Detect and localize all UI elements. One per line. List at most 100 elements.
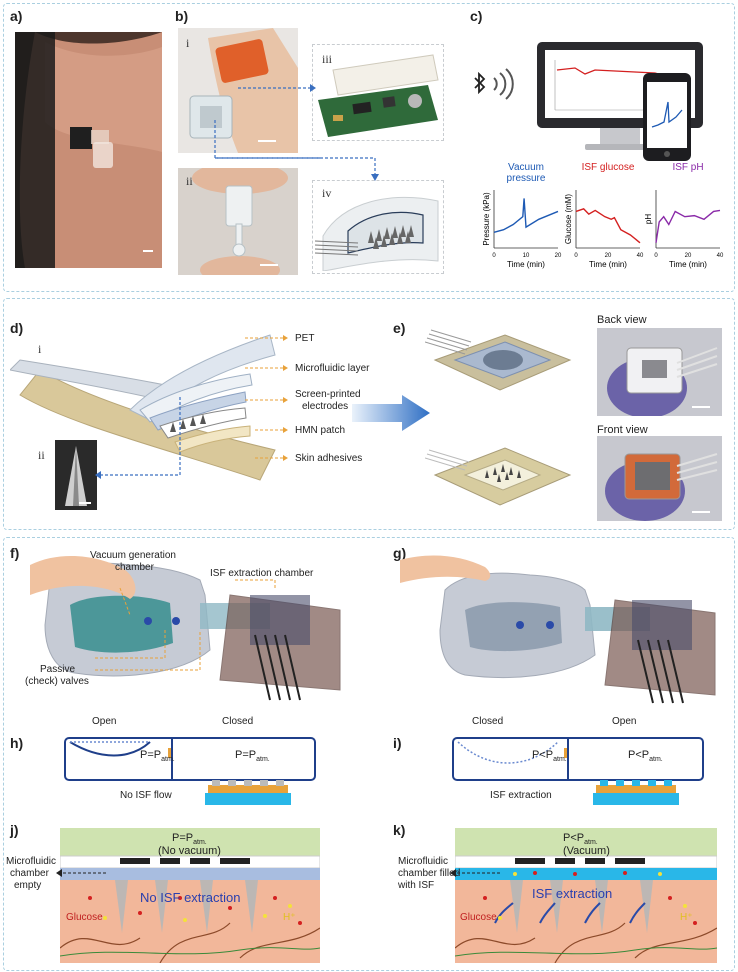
k-p-line1: P<Patm. xyxy=(563,832,598,847)
c-chart-ylabel: Glucose (mM) xyxy=(564,194,573,245)
d-label-skin: Skin adhesives xyxy=(295,453,363,464)
finger-patch-photo xyxy=(178,168,298,275)
panel-label-k: k) xyxy=(393,822,406,838)
i-p-right: P<Patm. xyxy=(628,749,663,764)
e-label-front: Front view xyxy=(597,424,648,436)
hand-device-photo xyxy=(178,28,298,153)
front-view-photo xyxy=(597,436,722,521)
c-chart-line xyxy=(655,209,721,243)
panel-label-e: e) xyxy=(393,320,406,336)
f-label-valves-2: (check) valves xyxy=(25,676,89,687)
section-bottom xyxy=(3,537,735,971)
i-closed: Closed xyxy=(472,716,504,727)
k-side-3: with ISF xyxy=(398,880,435,891)
c-chart-title-2: pressure xyxy=(507,173,546,184)
f-label-vacuum-2: chamber xyxy=(115,562,154,573)
phone xyxy=(643,73,691,161)
h-closed: Closed xyxy=(222,716,254,727)
cross-section-i xyxy=(452,737,704,805)
skin-cross-section-k xyxy=(455,828,717,963)
j-h: H⁺ xyxy=(283,912,296,923)
wireless-signal-icon xyxy=(493,68,514,100)
panel-label-d: d) xyxy=(10,320,24,336)
d-label-pet: PET xyxy=(295,333,315,344)
c-chart-xtick: 20 xyxy=(605,253,612,259)
cross-section-h xyxy=(64,737,316,805)
k-side-1: Microfluidic xyxy=(398,856,449,867)
k-h: H⁺ xyxy=(680,912,693,923)
f-label-valves-1: Passive xyxy=(40,664,76,675)
panel-label-h: h) xyxy=(10,735,24,751)
c-chart-line xyxy=(575,208,641,244)
section-middle xyxy=(3,298,735,530)
c-chart-xtick: 20 xyxy=(555,253,562,259)
k-side-pointer xyxy=(450,869,500,877)
d-sub-ii: ii xyxy=(38,448,45,462)
pcb-image xyxy=(318,54,439,137)
b-sub-i: i xyxy=(186,36,190,50)
b-sub-iv: iv xyxy=(322,186,332,200)
f-label-leaders xyxy=(95,579,276,671)
panel-label-a: a) xyxy=(10,8,23,24)
d-label-screen-printed: Screen-printed xyxy=(295,389,361,400)
b-sub-ii: ii xyxy=(186,174,193,188)
arm-photo xyxy=(15,32,162,268)
e-label-back: Back view xyxy=(597,314,647,326)
h-p-right: P=Patm. xyxy=(235,749,270,764)
panel-label-b: b) xyxy=(175,8,189,24)
bluetooth-icon xyxy=(474,72,486,94)
hmn-patch-image xyxy=(314,196,439,271)
k-side-2: chamber filled xyxy=(398,868,461,879)
f-label-vacuum-1: Vacuum generation xyxy=(90,550,176,561)
d-sem-pointer xyxy=(95,397,181,479)
sensor-patch xyxy=(70,127,92,149)
panel-label-g: g) xyxy=(393,545,407,561)
d-label-electrodes: electrodes xyxy=(302,401,349,412)
panel-label-j: j) xyxy=(10,822,19,838)
c-chart-xtick: 0 xyxy=(492,253,496,259)
h-p-left: P=Patm. xyxy=(140,749,175,764)
j-p-line2: (No vacuum) xyxy=(158,845,221,857)
c-chart-xtick: 0 xyxy=(574,253,578,259)
c-chart-xlabel: Time (min) xyxy=(507,260,545,269)
exploded-layers-diagram xyxy=(10,334,276,481)
i-open: Open xyxy=(612,716,637,727)
f-label-isf-chamber: ISF extraction chamber xyxy=(210,568,314,579)
i-p-left: P<Patm. xyxy=(532,749,567,764)
b-sub-iii: iii xyxy=(322,52,333,66)
hmn-image-frame xyxy=(312,180,444,274)
c-chart-title: ISF pH xyxy=(672,162,703,173)
c-chart-ylabel: pH xyxy=(644,214,653,224)
d-label-microfluidic: Microfluidic layer xyxy=(295,363,370,374)
i-flow: ISF extraction xyxy=(490,790,552,801)
c-chart-xtick: 40 xyxy=(637,253,644,259)
c-chart-xtick: 20 xyxy=(685,253,692,259)
j-center: No ISF extraction xyxy=(140,890,241,905)
section-top xyxy=(3,3,735,292)
j-side-pointer xyxy=(56,869,106,877)
back-view-photo xyxy=(597,328,722,416)
c-chart-xlabel: Time (min) xyxy=(589,260,627,269)
microneedle-sem xyxy=(55,440,97,510)
d-sub-i: i xyxy=(38,342,42,356)
j-side-3: empty xyxy=(14,880,42,891)
c-chart-xlabel: Time (min) xyxy=(669,260,707,269)
k-glucose: Glucose xyxy=(460,912,497,923)
device-schematic-f xyxy=(30,555,341,701)
patch-front-render xyxy=(425,447,572,506)
panel-label-i: i) xyxy=(393,735,402,751)
h-open: Open xyxy=(92,716,117,727)
patch-back-render xyxy=(425,329,572,391)
j-side-1: Microfluidic xyxy=(6,856,57,867)
h-flow: No ISF flow xyxy=(120,790,172,801)
j-p-line1: P=Patm. xyxy=(172,832,207,847)
arrow-right-icon xyxy=(352,395,430,431)
b-connector-arrow-iv xyxy=(215,157,379,181)
c-chart-ylabel: Pressure (kPa) xyxy=(482,192,491,246)
c-chart-title: Vacuum xyxy=(508,162,544,173)
skin-cross-section-j xyxy=(60,828,320,963)
pcb-image-frame xyxy=(312,44,444,141)
k-center: ISF extraction xyxy=(532,886,613,901)
j-glucose: Glucose xyxy=(66,912,103,923)
d-label-hmn: HMN patch xyxy=(295,425,346,436)
